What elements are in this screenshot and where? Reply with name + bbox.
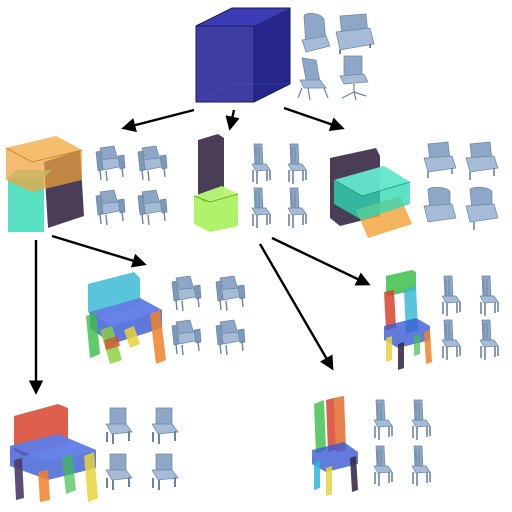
two-post-chair xyxy=(312,396,358,496)
legged-armchair-thumbnails xyxy=(171,275,246,356)
thumb-swivel-chair xyxy=(339,55,369,101)
dark-back-post xyxy=(198,134,224,202)
armchair-cluster xyxy=(5,136,84,232)
arrow-mid-to-spindle xyxy=(271,236,371,286)
slim-back-cluster-thumbnails xyxy=(251,143,307,229)
thumb-lounge-chair xyxy=(301,13,331,53)
thumb-sofa-2 xyxy=(465,141,499,180)
arrow-left-to-armchair xyxy=(51,234,147,268)
armchair-cluster-thumbnails xyxy=(95,145,168,226)
legged-armchair xyxy=(86,272,166,364)
arrow-root-middle xyxy=(225,109,240,131)
yellow-legs xyxy=(84,452,98,502)
purple-legs xyxy=(14,458,24,500)
thumb-club-chair xyxy=(335,13,375,54)
arrows xyxy=(28,106,371,395)
red-back xyxy=(384,290,396,330)
simple-chair xyxy=(10,404,98,502)
red-posts xyxy=(326,398,336,452)
root-thumbnails xyxy=(297,13,375,101)
sofa-cluster xyxy=(330,148,412,238)
blue-seat xyxy=(312,442,358,472)
spindle-back-chair xyxy=(384,270,432,370)
thumb-sofa-3 xyxy=(423,186,457,223)
arrow-root-left xyxy=(121,108,195,133)
thumb-sling-chair xyxy=(297,57,329,101)
slim-back-cluster xyxy=(193,134,239,232)
orange-legs xyxy=(150,310,166,364)
green-legs xyxy=(86,312,100,358)
green-slats xyxy=(314,400,326,454)
spindle-back-chair-thumbnails xyxy=(441,275,499,361)
arrow-root-right xyxy=(283,106,345,132)
two-post-chair-thumbnails xyxy=(373,399,431,487)
thumb-sofa-4 xyxy=(465,186,499,230)
sofa-cluster-thumbnails xyxy=(423,141,499,230)
root-cube xyxy=(195,7,291,103)
simple-chair-thumbnails xyxy=(105,407,179,491)
teal-side-block xyxy=(8,178,44,232)
thumb-sofa-1 xyxy=(423,141,457,178)
dark-legs xyxy=(350,456,358,492)
dark-legs xyxy=(398,342,404,370)
arrow-mid-to-twopost xyxy=(258,243,334,371)
